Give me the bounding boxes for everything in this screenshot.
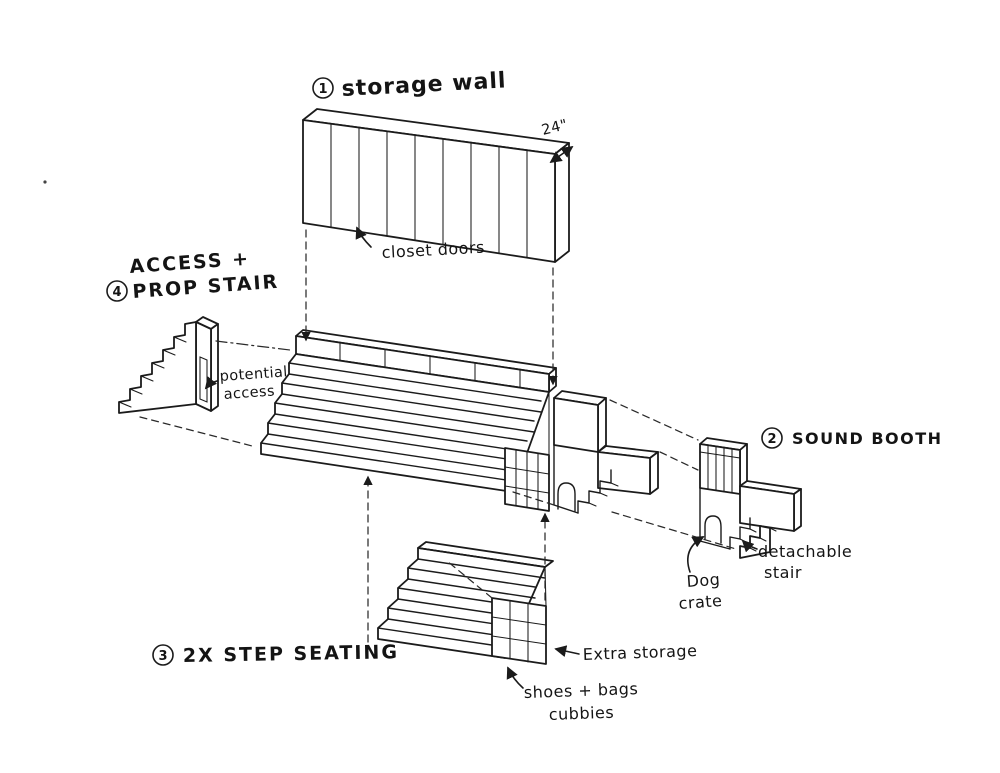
stray-mark bbox=[43, 180, 47, 184]
dog-crate-arrow bbox=[687, 536, 705, 573]
back-rail-ticks bbox=[339, 342, 521, 389]
number-badge-3 bbox=[152, 644, 174, 666]
cubbies-line2: cubbies bbox=[548, 703, 614, 724]
potential-access-arrow bbox=[204, 376, 218, 390]
sound-booth-drawing bbox=[699, 437, 802, 550]
annotation-arrows bbox=[204, 145, 758, 689]
number-badge-2 bbox=[761, 427, 783, 449]
number-badge-1 bbox=[312, 77, 334, 99]
storage-wall-drawing bbox=[302, 108, 570, 263]
middle-stair-unit-drawing bbox=[553, 390, 659, 514]
dog-crate-arch bbox=[704, 515, 722, 544]
closet-doors-arrow bbox=[355, 226, 372, 248]
storage-wall-label: storage wall bbox=[341, 68, 507, 102]
bottom-step-unit-drawing bbox=[377, 541, 554, 665]
extra-storage-arrow bbox=[554, 645, 580, 658]
detachable-stair-line1: detachable bbox=[758, 542, 852, 561]
dimension-arrow bbox=[549, 145, 574, 164]
number-3: 3 bbox=[158, 649, 167, 664]
detachable-stair-line2: stair bbox=[764, 563, 802, 582]
number-badge-4 bbox=[106, 280, 128, 302]
access-stair-depth-ticks bbox=[118, 336, 187, 408]
bottom-cubbies-grid bbox=[491, 597, 547, 665]
number-2: 2 bbox=[767, 432, 776, 447]
dimension-label: 24" bbox=[540, 117, 569, 139]
dog-crate-line1: Dog bbox=[686, 570, 721, 591]
potential-access-line1: potential bbox=[219, 364, 288, 385]
construction-lines bbox=[139, 229, 737, 643]
main-seating-drawing bbox=[260, 329, 557, 512]
detachable-stair-arrow bbox=[741, 539, 758, 553]
cubbies-line1: shoes + bags bbox=[523, 679, 638, 702]
middle-unit-stair bbox=[577, 469, 619, 514]
closet-doors-label: closet doors bbox=[381, 238, 485, 262]
number-4: 4 bbox=[112, 285, 121, 300]
cubbies-arrow bbox=[506, 666, 524, 689]
potential-access-line2: access bbox=[223, 383, 275, 403]
seating-cubbies-grid bbox=[504, 447, 550, 512]
closet-door-lines bbox=[330, 123, 528, 259]
number-1: 1 bbox=[318, 82, 327, 97]
extra-storage-label: Extra storage bbox=[582, 641, 697, 664]
access-door-outline bbox=[199, 356, 208, 403]
dog-crate-line2: crate bbox=[678, 591, 723, 613]
booth-window-lines bbox=[699, 445, 741, 494]
sound-booth-label: SOUND BOOTH bbox=[792, 429, 943, 448]
seating-step-edges bbox=[260, 362, 542, 482]
step-seating-label: 2X STEP SEATING bbox=[183, 641, 399, 667]
access-stair-drawing bbox=[118, 316, 219, 414]
middle-unit-arch bbox=[557, 482, 576, 512]
